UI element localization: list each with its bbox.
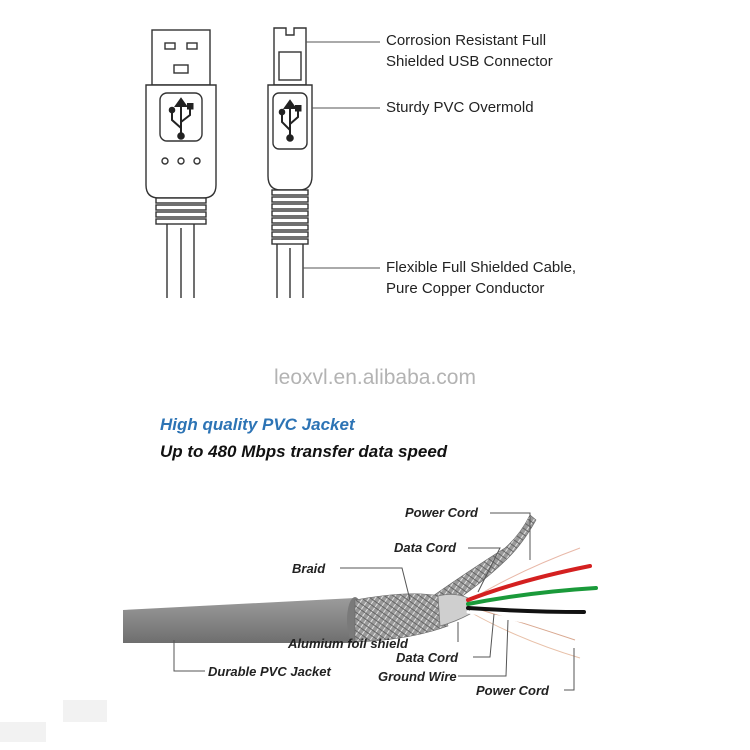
type-a-dot-mid xyxy=(177,157,185,165)
type-a-ring-1 xyxy=(155,197,207,204)
label-power-cord-top: Power Cord xyxy=(405,505,478,520)
cable-leader-lines xyxy=(173,512,575,691)
usb-trident-icon-a xyxy=(168,97,194,140)
type-a-cable xyxy=(166,224,195,298)
corner-block-2 xyxy=(0,722,46,742)
type-b-ring-6 xyxy=(271,224,309,231)
label-durable-pvc-jacket: Durable PVC Jacket xyxy=(208,664,331,679)
type-b-ring-3 xyxy=(271,203,309,210)
colored-wires xyxy=(466,564,598,630)
type-a-window-bottom xyxy=(173,64,189,74)
callout-connector-line1: Corrosion Resistant Full xyxy=(386,32,547,49)
pvc-jacket xyxy=(123,598,360,643)
label-foil-shield: Alumium foil shield xyxy=(288,636,408,651)
type-b-ring-7 xyxy=(271,231,309,238)
headline-pvc-jacket: High quality PVC Jacket xyxy=(160,415,355,434)
type-a-metal-shell xyxy=(151,29,211,86)
type-a-window-left xyxy=(164,42,176,50)
usb-type-a-connector xyxy=(145,29,217,298)
type-a-window-right xyxy=(186,42,198,50)
corner-block-1 xyxy=(63,700,107,722)
type-b-ring-8 xyxy=(271,238,309,245)
type-a-dot-right xyxy=(193,157,201,165)
label-power-cord-bottom: Power Cord xyxy=(476,683,549,698)
label-data-cord-bottom: Data Cord xyxy=(396,650,459,665)
type-a-dot-left xyxy=(161,157,169,165)
callout-connector-line2: Shielded USB Connector xyxy=(386,53,553,70)
type-b-shell-inner xyxy=(278,51,302,81)
watermark-text: leoxvl.en.alibaba.com xyxy=(274,366,476,389)
headline-transfer-speed: Up to 480 Mbps transfer data speed xyxy=(160,442,448,461)
type-a-ring-2 xyxy=(155,204,207,211)
connector-leader-lines xyxy=(303,41,380,269)
callout-cable-line2: Pure Copper Conductor xyxy=(386,280,545,297)
type-b-ring-5 xyxy=(271,217,309,224)
type-b-ring-1 xyxy=(271,189,309,196)
type-b-ring-2 xyxy=(271,196,309,203)
type-a-ring-4 xyxy=(155,218,207,225)
label-ground-wire: Ground Wire xyxy=(378,669,457,684)
label-braid: Braid xyxy=(292,561,326,576)
braid-shield xyxy=(354,593,449,643)
callout-shielded-cable: Flexible Full Shielded Cable, Pure Coppe… xyxy=(386,257,576,299)
type-a-ring-3 xyxy=(155,211,207,218)
usb-trident-icon-b xyxy=(278,99,302,142)
callout-shielded-connector: Corrosion Resistant Full Shielded USB Co… xyxy=(386,30,553,72)
type-b-cable xyxy=(276,244,304,298)
usb-type-b-connector xyxy=(267,27,313,298)
callout-overmold: Sturdy PVC Overmold xyxy=(386,99,534,116)
callout-cable-line1: Flexible Full Shielded Cable, xyxy=(386,259,577,276)
label-data-cord-top: Data Cord xyxy=(394,540,457,555)
foil-shield xyxy=(437,594,471,627)
type-b-ring-4 xyxy=(271,210,309,217)
